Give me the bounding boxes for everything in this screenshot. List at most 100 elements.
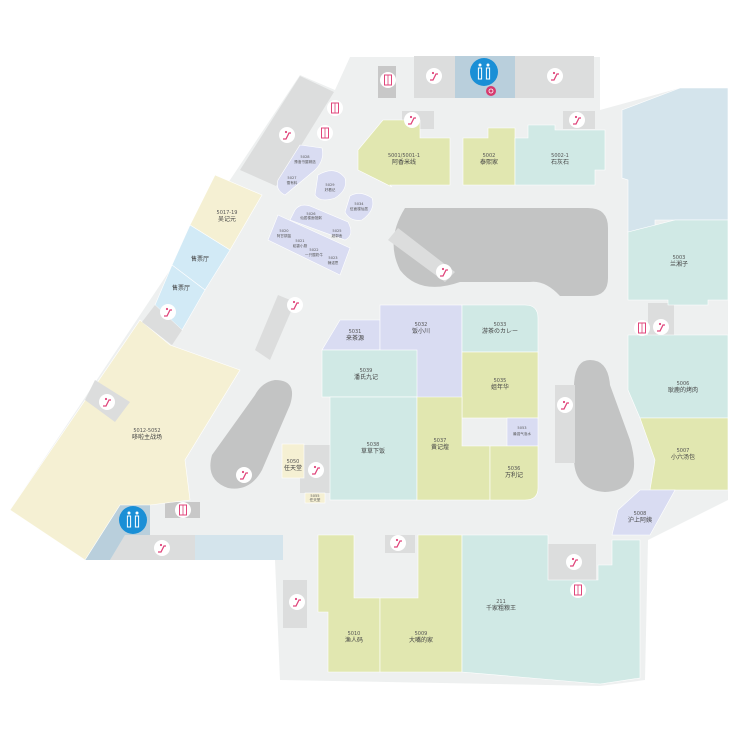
shop-name: 千家粗粮王 — [486, 604, 516, 612]
shop-5028[interactable] — [277, 144, 323, 196]
shop-5020-group[interactable] — [267, 214, 351, 276]
shop-5050[interactable] — [281, 443, 305, 479]
shop-number: 5033 — [494, 322, 507, 328]
shop-name: 姐年华 — [491, 383, 509, 391]
service-room — [110, 535, 195, 560]
shop-5038[interactable] — [329, 396, 418, 501]
shop-number: 5037 — [434, 438, 447, 444]
escalator-icon[interactable] — [289, 594, 305, 610]
escalator-icon[interactable] — [547, 68, 563, 84]
service-room — [255, 295, 295, 360]
shop-number: 5020 — [279, 229, 289, 233]
escalator-icon[interactable] — [426, 68, 442, 84]
map-icons — [99, 58, 669, 610]
shop-number: 5009 — [415, 631, 428, 637]
shop-name: 豫洛书屋精选 — [294, 159, 316, 164]
escalator-icon[interactable] — [99, 394, 115, 410]
escalator-icon[interactable] — [160, 304, 176, 320]
shop-5029[interactable] — [314, 170, 346, 201]
shop-5039[interactable] — [321, 349, 418, 398]
escalator-icon[interactable] — [279, 127, 295, 143]
escalator-icon[interactable] — [236, 467, 252, 483]
elevator-icon[interactable] — [317, 125, 333, 141]
shop-5006[interactable] — [627, 334, 729, 419]
atrium-void — [210, 380, 293, 489]
shop-5012-5052[interactable] — [9, 319, 241, 561]
escalator-icon[interactable] — [436, 264, 452, 280]
shop-5007[interactable] — [639, 417, 729, 491]
shop-number: 211 — [496, 599, 506, 605]
shop-number: 5021 — [295, 239, 304, 243]
shop-name: 万利记 — [505, 471, 523, 479]
shop-name: 任天堂 — [310, 497, 321, 502]
elevator-icon[interactable] — [634, 320, 650, 336]
escalator-icon[interactable] — [557, 397, 573, 413]
escalator-icon[interactable] — [404, 112, 420, 128]
shop-name: 泰熙家 — [480, 158, 498, 166]
shop-5035[interactable] — [461, 351, 539, 419]
shop-number: 5035 — [494, 378, 507, 384]
shop-number: 5034 — [354, 202, 364, 206]
shop-name: 耿鹿的烤肉 — [668, 386, 698, 394]
shop-number: 5028 — [300, 155, 310, 159]
shop-5003[interactable] — [627, 219, 729, 306]
shop-number: 5036 — [508, 466, 521, 472]
escalator-icon[interactable] — [154, 540, 170, 556]
shop-name: 任天堂 — [284, 464, 302, 472]
shop-211[interactable] — [461, 534, 641, 685]
shop-number: 5008 — [634, 511, 647, 517]
escalator-icon[interactable] — [390, 535, 406, 551]
shop-number: 5039 — [360, 368, 373, 374]
shop-5053[interactable] — [506, 417, 539, 447]
escalator-room — [142, 305, 182, 345]
escalator-icon[interactable] — [569, 112, 585, 128]
shop-5034[interactable] — [344, 193, 374, 221]
shop-name: 售票厅 — [172, 284, 190, 292]
shop-number: 5017-19 — [217, 210, 238, 216]
shop-5026[interactable] — [289, 204, 352, 241]
shop-5036[interactable] — [489, 445, 539, 501]
shop-name: 哆啦主战场 — [132, 433, 162, 441]
shop-steel[interactable] — [621, 87, 729, 233]
shop-number: 5025 — [332, 229, 341, 233]
shop-5001[interactable] — [357, 119, 451, 188]
shop-name: 石灰石 — [551, 158, 569, 166]
shop-number: 5031 — [349, 329, 362, 335]
shop-name: 潘氏九记 — [354, 373, 378, 381]
shop-name: 沪上阿姨 — [628, 516, 652, 524]
shop-number: 5026 — [306, 212, 316, 216]
shop-name: 小六汤包 — [671, 453, 695, 461]
elevator-icon[interactable] — [327, 100, 343, 116]
shop-number: 5003 — [673, 255, 686, 261]
shop-number: 5007 — [677, 448, 690, 454]
shop-5033[interactable] — [461, 304, 539, 353]
shop-5055[interactable] — [304, 492, 326, 504]
shop-number: 5053 — [517, 426, 526, 430]
elevator-icon[interactable] — [175, 502, 191, 518]
shop-number: 5006 — [677, 381, 690, 387]
accessible-icon[interactable] — [486, 86, 496, 96]
shop-name: 饭小川 — [412, 327, 430, 335]
shop-name: 阿甘锅盔 — [277, 233, 292, 238]
shop-number: 5038 — [367, 442, 380, 448]
shop-number: 5050 — [287, 459, 300, 465]
elevator-icon[interactable] — [570, 582, 586, 598]
shop-5002[interactable] — [462, 127, 516, 186]
escalator-icon[interactable] — [653, 319, 669, 335]
escalator-icon[interactable] — [566, 554, 582, 570]
restroom-icon[interactable] — [470, 58, 498, 86]
shop-number: 5012-5052 — [133, 428, 160, 434]
atrium-void — [574, 360, 635, 492]
shop-5008[interactable] — [611, 489, 676, 536]
shop-number: 5002-1 — [551, 153, 569, 159]
escalator-icon[interactable] — [308, 462, 324, 478]
shop-name: 来茶源 — [346, 334, 364, 342]
restroom-icon[interactable] — [119, 506, 147, 534]
elevator-icon[interactable] — [380, 72, 396, 88]
shop-5002-1[interactable] — [514, 124, 606, 186]
shop-name: 游茶のカレー — [482, 327, 518, 335]
shop-polygons — [9, 87, 729, 685]
escalator-icon[interactable] — [287, 297, 303, 313]
